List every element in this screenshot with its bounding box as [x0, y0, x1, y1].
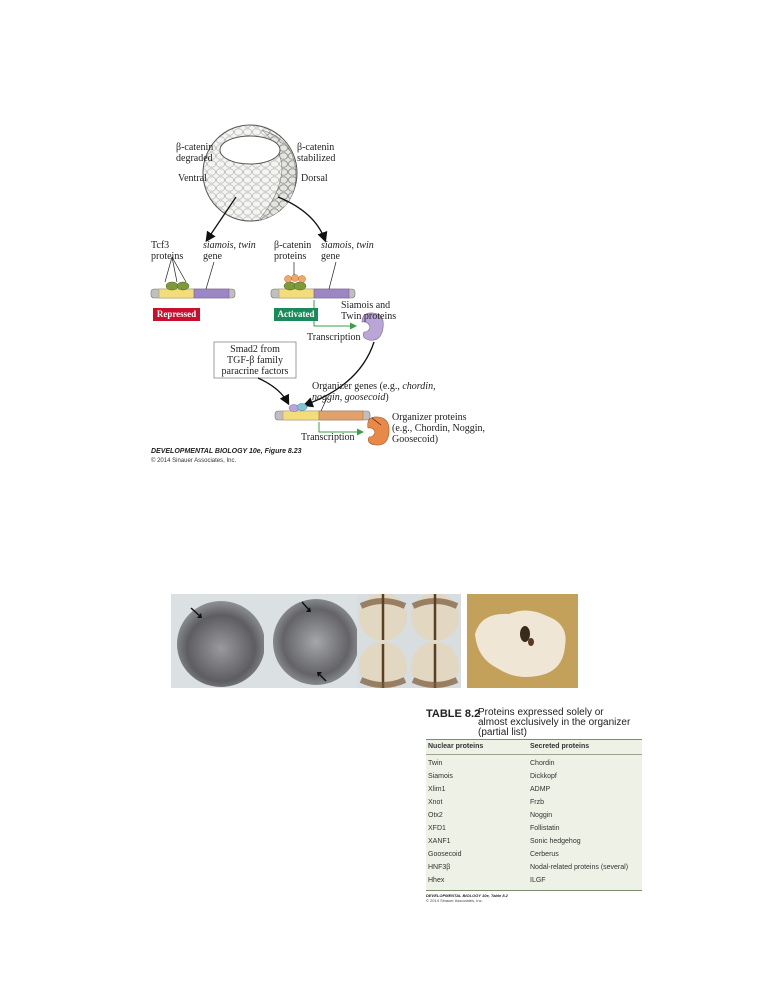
transcription-arrow-2 — [318, 422, 364, 436]
siamois-protein-shape — [361, 312, 384, 341]
photo-embryo-2 — [264, 594, 368, 688]
table-cell: Hhex — [428, 877, 445, 884]
gene-repressed — [150, 256, 236, 299]
label-transcription-1: Transcription — [307, 332, 361, 343]
arrow-dorsal — [277, 196, 328, 243]
label-organizer-proteins: Organizer proteins(e.g., Chordin, Noggin… — [392, 412, 486, 445]
table-cell: Siamois — [428, 773, 453, 780]
table-cell: Frzb — [530, 799, 544, 806]
pathway-diagram — [150, 124, 390, 446]
table-cell: Xnot — [428, 799, 443, 806]
table-title: Proteins expressed solely or almost excl… — [478, 707, 631, 738]
gene-activated — [270, 261, 356, 299]
figure-caption-title: DEVELOPMENTAL BIOLOGY 10e, Figure 8.23 — [151, 448, 302, 455]
table-cell: HNF3β — [428, 864, 451, 871]
table-cell: Noggin — [530, 812, 553, 819]
photo-tadpole — [467, 594, 578, 688]
table-cell: Dickkopf — [530, 773, 557, 780]
arrow-ventral — [205, 196, 237, 243]
col-header-nuclear: Nuclear proteins — [428, 743, 484, 750]
arrow-siamois-to-organizer — [302, 341, 375, 408]
table-cell: Chordin — [530, 760, 555, 767]
table-cell: XFD1 — [428, 825, 446, 832]
table-cell: Follistatin — [530, 825, 560, 832]
smad2-box — [213, 341, 297, 379]
embryo-illustration — [202, 124, 298, 222]
table-cell: ADMP — [530, 786, 551, 793]
table-body: Nuclear proteins Secreted proteins Twin … — [426, 739, 642, 891]
repressed-badge: Repressed — [153, 308, 200, 321]
table-cell: Otx2 — [428, 812, 443, 819]
activated-badge: Activated — [274, 308, 318, 321]
label-dorsal: Dorsal — [301, 173, 328, 184]
table-cell: Goosecoid — [428, 851, 462, 858]
table-cell: XANF1 — [428, 838, 451, 845]
gene-organizer — [274, 397, 371, 421]
table-cell: Twin — [428, 760, 443, 767]
table-caption-copyright: © 2014 Sinauer Associates, Inc. — [426, 898, 483, 903]
table-cell: Cerberus — [530, 851, 559, 858]
label-organizer-genes: Organizer genes (e.g., chordin,noggin, g… — [312, 381, 436, 403]
table-cell: ILGF — [530, 877, 546, 884]
table-caption-title: DEVELOPMENTAL BIOLOGY 10e, Table 8.2 — [426, 893, 508, 898]
photo-four-embryos — [357, 594, 461, 688]
table-cell: Xlim1 — [428, 786, 446, 793]
table-cell: Nodal-related proteins (several) — [530, 864, 629, 871]
col-header-secreted: Secreted proteins — [530, 743, 590, 750]
figure-caption-copyright: © 2014 Sinauer Associates, Inc. — [151, 458, 237, 464]
label-transcription-2: Transcription — [301, 432, 355, 443]
table-cell: Sonic hedgehog — [530, 838, 581, 845]
photo-embryo-1 — [171, 594, 275, 688]
organizer-protein-shape — [367, 416, 390, 446]
arrow-smad2 — [257, 377, 290, 406]
label-ventral: Ventral — [178, 173, 207, 184]
table-number: TABLE 8.2 — [426, 708, 481, 720]
